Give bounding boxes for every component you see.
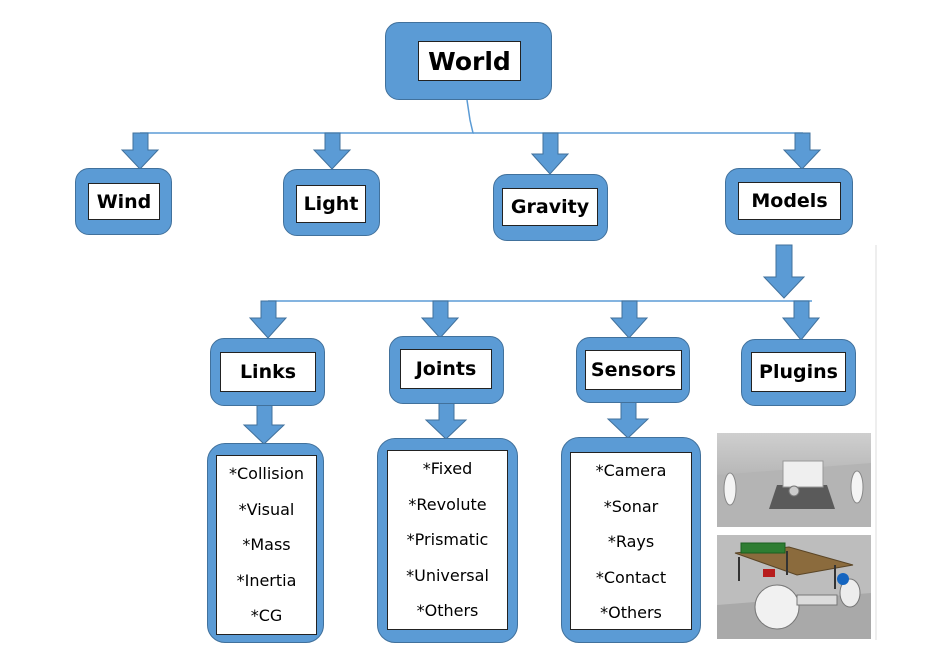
- list-item: *Camera: [595, 461, 667, 480]
- robot-detailed-render: [717, 535, 871, 639]
- arrow-to-wind: [120, 132, 160, 170]
- links-label: Links: [220, 352, 316, 392]
- joints-list-node: *Fixed *Revolute *Prismatic *Universal *…: [377, 438, 518, 643]
- list-item: *Universal: [406, 565, 489, 585]
- list-item: *Visual: [238, 499, 295, 519]
- robot-simple-render: [717, 433, 871, 527]
- list-item: *Inertia: [236, 570, 297, 590]
- models-node: Models: [725, 168, 853, 235]
- light-label: Light: [296, 185, 366, 223]
- list-item: *CG: [250, 606, 283, 625]
- robot-simple-image: [717, 433, 871, 527]
- arrow-models-down: [762, 244, 806, 299]
- links-list-node: *Collision *Visual *Mass *Inertia *CG: [207, 443, 324, 643]
- joints-node: Joints: [389, 336, 504, 404]
- arrow-links-to-list: [242, 404, 286, 445]
- list-item: *Contact: [595, 567, 667, 587]
- arrow-to-sensors: [609, 300, 649, 339]
- list-item: *Fixed: [422, 459, 473, 478]
- list-item: *Prismatic: [406, 530, 489, 549]
- list-item: *Collision: [228, 464, 304, 483]
- joints-list: *Fixed *Revolute *Prismatic *Universal *…: [387, 450, 508, 630]
- sensors-list: *Camera *Sonar *Rays *Contact *Others: [570, 452, 692, 630]
- sensors-label: Sensors: [585, 350, 682, 390]
- list-item: *Others: [416, 601, 479, 620]
- arrow-to-gravity: [530, 132, 570, 175]
- arrow-to-links: [248, 300, 288, 339]
- gravity-label: Gravity: [502, 188, 598, 226]
- light-node: Light: [283, 169, 380, 236]
- list-item: *Sonar: [603, 496, 659, 516]
- arrow-joints-to-list: [424, 400, 468, 440]
- list-item: *Revolute: [408, 494, 487, 514]
- sensors-list-node: *Camera *Sonar *Rays *Contact *Others: [561, 437, 701, 643]
- joints-label: Joints: [400, 349, 492, 389]
- arrow-to-plugins: [781, 300, 821, 341]
- wind-node: Wind: [75, 168, 172, 235]
- robot-detailed-image: [717, 535, 871, 639]
- plugins-label: Plugins: [751, 352, 846, 392]
- links-node: Links: [210, 338, 325, 406]
- list-item: *Others: [600, 603, 662, 622]
- sensors-node: Sensors: [576, 337, 690, 403]
- gravity-node: Gravity: [493, 174, 608, 241]
- models-label: Models: [738, 182, 841, 220]
- list-item: *Mass: [242, 535, 291, 554]
- links-list: *Collision *Visual *Mass *Inertia *CG: [216, 455, 317, 635]
- arrow-to-light: [312, 132, 352, 170]
- arrow-to-models: [782, 132, 822, 170]
- plugins-node: Plugins: [741, 339, 856, 406]
- wind-label: Wind: [88, 183, 160, 220]
- world-node: World: [385, 22, 552, 100]
- world-label: World: [418, 41, 521, 81]
- arrow-sensors-to-list: [606, 399, 650, 439]
- arrow-to-joints: [420, 300, 460, 339]
- list-item: *Rays: [607, 532, 655, 551]
